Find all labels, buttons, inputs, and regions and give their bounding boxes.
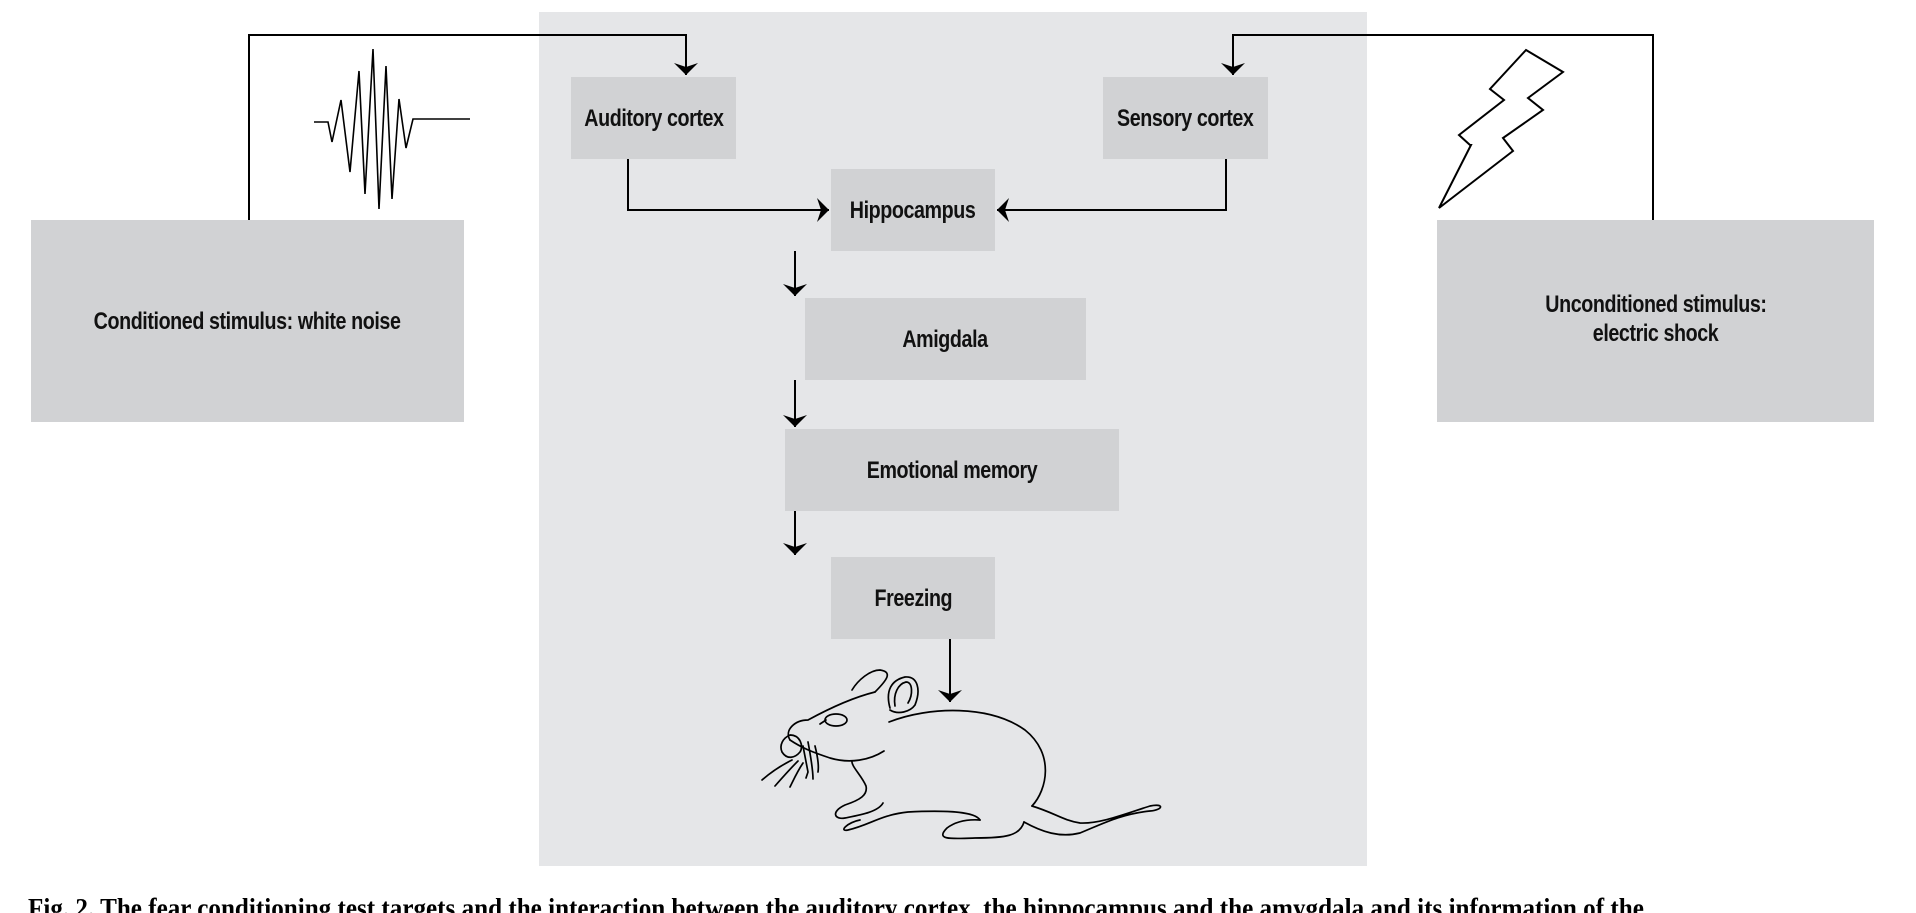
- node-unconditioned-stimulus: Unconditioned stimulus: electric shock: [1437, 220, 1874, 422]
- node-conditioned-stimulus: Conditioned stimulus: white noise: [31, 220, 464, 422]
- node-label: Hippocampus: [850, 196, 976, 224]
- node-label-line1: Unconditioned stimulus:: [1544, 291, 1767, 318]
- white-noise-waveform-icon: [314, 48, 470, 210]
- figure-caption: Fig. 2. The fear conditioning test targe…: [0, 893, 1916, 913]
- node-label: Auditory cortex: [583, 104, 724, 132]
- lightning-bolt-icon: [1438, 48, 1565, 209]
- node-label: Amigdala: [902, 325, 989, 353]
- figure-caption-text: Fig. 2. The fear conditioning test targe…: [28, 893, 1644, 913]
- node-label: Conditioned stimulus: white noise: [94, 307, 401, 335]
- node-amygdala: Amigdala: [805, 298, 1086, 380]
- node-label: Sensory cortex: [1117, 104, 1254, 132]
- node-label-line2: electric shock: [1592, 320, 1719, 347]
- node-label: Emotional memory: [866, 456, 1038, 484]
- node-emotional-memory: Emotional memory: [785, 429, 1119, 511]
- node-hippocampus: Hippocampus: [831, 169, 995, 251]
- node-label: Freezing: [874, 584, 952, 612]
- node-freezing: Freezing: [831, 557, 995, 639]
- node-auditory-cortex: Auditory cortex: [571, 77, 736, 159]
- node-sensory-cortex: Sensory cortex: [1103, 77, 1268, 159]
